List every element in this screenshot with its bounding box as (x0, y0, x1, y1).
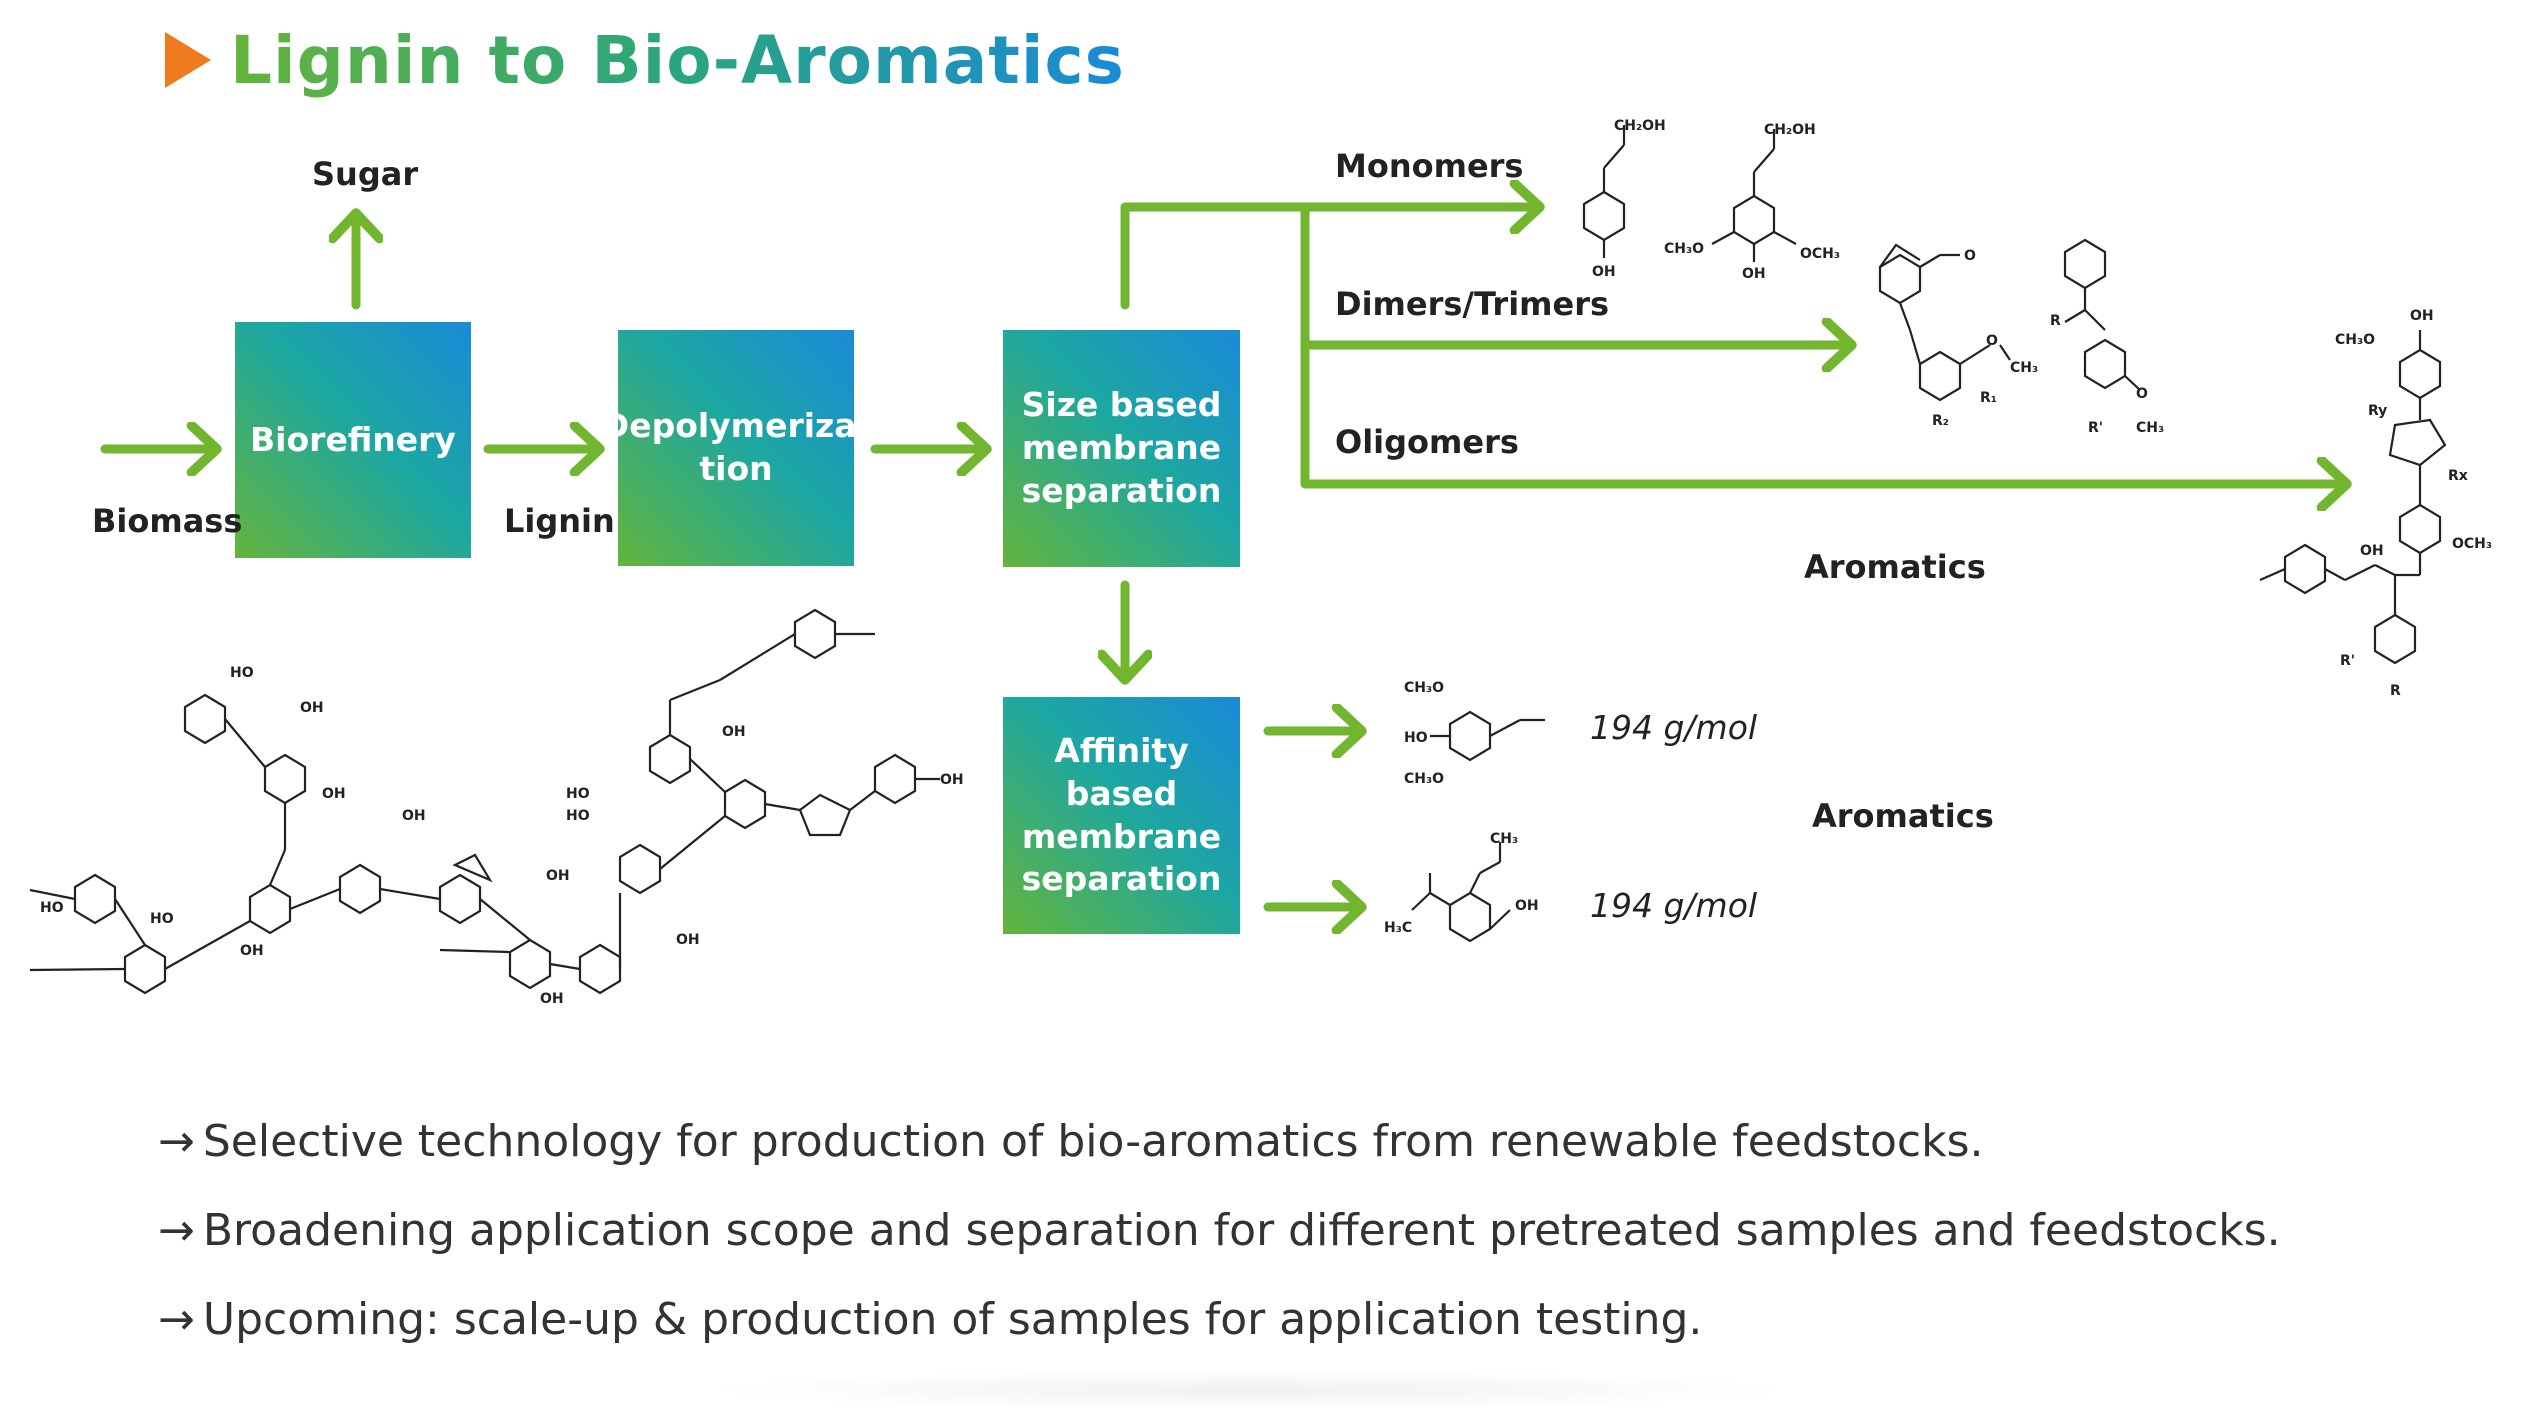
sugar-label: Sugar (312, 155, 419, 193)
biorefinery-box: Biorefinery (235, 322, 471, 558)
svg-text:OH: OH (2410, 308, 2434, 324)
biorefinery-label: Biorefinery (250, 419, 456, 459)
size-separation-box: Size based membrane separation (1003, 330, 1240, 567)
bullet-arrow-icon: → (158, 1116, 195, 1167)
arrow-oligomers (1300, 340, 2345, 484)
svg-text:CH₂OH: CH₂OH (1764, 122, 1816, 138)
page-title: Lignin to Bio-Aromatics (230, 22, 1125, 99)
svg-text:CH₂OH: CH₂OH (1614, 118, 1666, 134)
bullet-arrow-icon: → (158, 1294, 195, 1345)
svg-text:O: O (1964, 248, 1976, 264)
dimers-trimers-label: Dimers/Trimers (1335, 285, 1610, 323)
oligomers-label: Oligomers (1335, 423, 1519, 461)
monomer-structure-2: CH₂OH CH₃O OCH₃ OH (1664, 122, 1840, 282)
affinity-product-structure-1: CH₃O HO CH₃O (1404, 680, 1545, 787)
svg-text:OH: OH (540, 991, 564, 1007)
svg-text:R': R' (2088, 420, 2103, 436)
svg-text:OH: OH (322, 786, 346, 802)
bullet-2: →Broadening application scope and separa… (158, 1205, 2281, 1256)
depolymerization-box: Depolymeriza- tion (602, 330, 870, 566)
svg-text:HO: HO (40, 900, 64, 916)
svg-text:OH: OH (1592, 264, 1616, 280)
biomass-label: Biomass (92, 502, 243, 540)
molar-mass-1: 194 g/mol (1590, 708, 1758, 747)
affinity-separation-label-2: membrane (1021, 816, 1222, 856)
svg-text:OH: OH (240, 943, 264, 959)
aromatics-label-top: Aromatics (1804, 548, 1986, 586)
bullet-text: Upcoming: scale-up & production of sampl… (202, 1294, 1703, 1345)
dimer-structure-2: R O CH₃ R' (2050, 238, 2164, 436)
slide-shadow (700, 1370, 1800, 1410)
svg-text:OH: OH (1515, 898, 1539, 914)
aromatics-label-bottom: Aromatics (1812, 797, 1994, 835)
bullet-3: →Upcoming: scale-up & production of samp… (158, 1294, 1702, 1345)
size-separation-label-3: separation (1021, 470, 1222, 510)
oligomer-structure: OH CH₃O Ry Rx OCH₃ OH R' R (2259, 308, 2492, 699)
dimer-structure-1: O CH₃ R₁ R₂ O (1878, 243, 2038, 429)
svg-text:CH₃O: CH₃O (1664, 241, 1704, 257)
depolymerization-label-1: Depolymeriza- (601, 406, 871, 446)
svg-text:Ry: Ry (2368, 403, 2387, 419)
svg-text:OCH₃: OCH₃ (1800, 246, 1840, 262)
svg-text:HO: HO (150, 911, 174, 927)
svg-text:CH₃: CH₃ (1490, 831, 1518, 847)
lignin-polymer-structure: HO OH OH OH OH HO HO OH HO HO OH OH OH O… (29, 608, 964, 1007)
svg-text:OH: OH (2360, 543, 2384, 559)
svg-text:OH: OH (676, 932, 700, 948)
molar-mass-2: 194 g/mol (1590, 886, 1758, 925)
svg-text:HO: HO (566, 786, 590, 802)
size-separation-label-1: Size based (1021, 385, 1222, 425)
svg-text:OH: OH (300, 700, 324, 716)
arrow-dimers (1300, 202, 1850, 345)
bullet-arrow-icon: → (158, 1205, 195, 1256)
svg-text:HO: HO (566, 808, 590, 824)
arrow-monomers (1120, 207, 1538, 310)
svg-text:CH₃O: CH₃O (2335, 332, 2375, 348)
bullet-text: Selective technology for production of b… (202, 1116, 1984, 1167)
title-text: Lignin to Bio-Aromatics (230, 22, 1125, 99)
affinity-separation-label-1: Affinity based (1054, 730, 1189, 813)
depolymerization-label-2: tion (699, 449, 773, 488)
bullet-text: Broadening application scope and separat… (202, 1205, 2281, 1256)
svg-text:CH₃: CH₃ (2136, 420, 2164, 436)
svg-text:R: R (2390, 683, 2401, 699)
svg-text:HO: HO (1404, 730, 1428, 746)
svg-text:OH: OH (402, 808, 426, 824)
affinity-separation-label-3: separation (1021, 859, 1222, 899)
svg-text:R: R (2050, 313, 2061, 329)
svg-text:R': R' (2340, 653, 2355, 669)
affinity-product-structure-2: CH₃ OH H₃C (1384, 831, 1539, 943)
title-bullet-icon (165, 32, 211, 88)
monomer-structure-1: CH₂OH OH (1582, 118, 1666, 280)
svg-text:HO: HO (230, 665, 254, 681)
svg-text:R₂: R₂ (1932, 413, 1949, 429)
affinity-separation-box: Affinity based membrane separation (1003, 697, 1240, 934)
svg-text:OH: OH (722, 724, 746, 740)
svg-text:O: O (2136, 386, 2148, 402)
size-separation-label-2: membrane (1021, 428, 1222, 468)
svg-text:OH: OH (546, 868, 570, 884)
svg-text:CH₃O: CH₃O (1404, 680, 1444, 696)
svg-text:R₁: R₁ (1980, 390, 1997, 406)
lignin-label: Lignin (504, 502, 615, 540)
svg-text:H₃C: H₃C (1384, 920, 1412, 936)
svg-text:O: O (1986, 333, 1998, 349)
svg-text:CH₃: CH₃ (2010, 360, 2038, 376)
bullet-1: →Selective technology for production of … (158, 1116, 1983, 1167)
svg-text:OH: OH (1742, 266, 1766, 282)
svg-text:OH: OH (940, 772, 964, 788)
svg-text:Rx: Rx (2448, 468, 2468, 484)
svg-text:CH₃O: CH₃O (1404, 771, 1444, 787)
monomers-label: Monomers (1335, 147, 1524, 185)
svg-text:OCH₃: OCH₃ (2452, 536, 2492, 552)
